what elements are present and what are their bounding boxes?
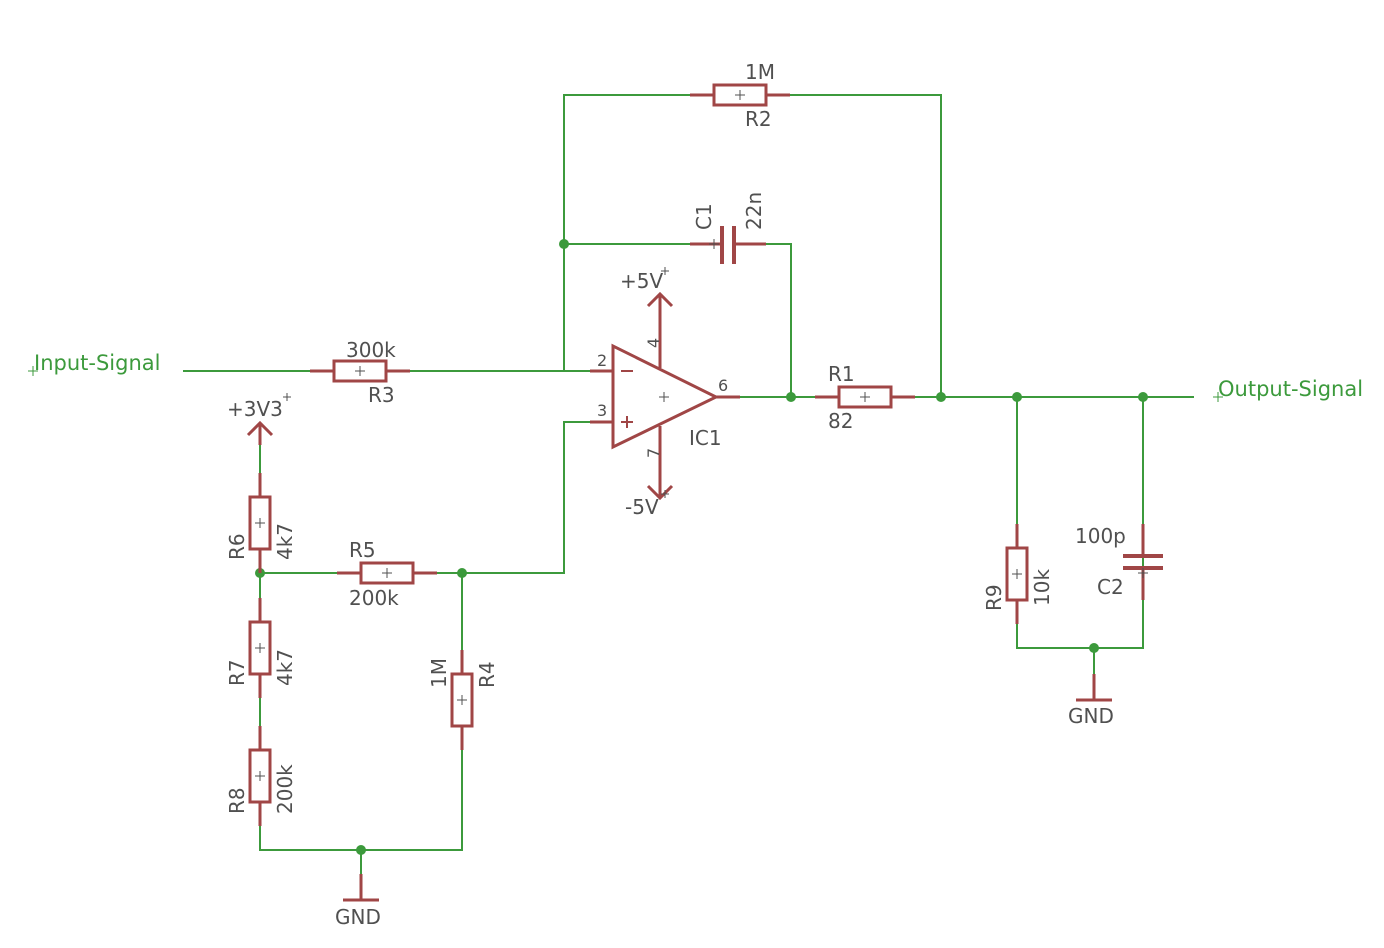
r4-value: 1M	[427, 658, 451, 688]
gnd-left-label: GND	[335, 905, 381, 929]
input-signal-label: Input-Signal	[34, 351, 160, 375]
capacitor-c1: C1 22n	[690, 192, 766, 264]
v33-label: +3V3	[227, 397, 283, 421]
pin-4-label: 4	[644, 338, 663, 348]
r5-value: 200k	[349, 586, 399, 610]
r5-name: R5	[349, 538, 376, 562]
ground-right: GND	[1068, 674, 1114, 728]
r9-name: R9	[982, 584, 1006, 611]
c1-value: 22n	[742, 192, 766, 230]
resistor-r1: R1 82	[815, 362, 915, 433]
net-output: Output-Signal	[1213, 377, 1363, 402]
c2-name: C2	[1097, 575, 1124, 599]
opamp-ic1: 2 3 6 4 7 IC1	[590, 294, 740, 498]
r3-name: R3	[368, 383, 395, 407]
capacitor-c2: 100p C2	[1075, 524, 1163, 600]
c1-name: C1	[692, 203, 716, 230]
r1-value: 82	[828, 409, 853, 433]
ground-left: GND	[335, 874, 381, 929]
output-signal-label: Output-Signal	[1218, 377, 1363, 401]
r8-value: 200k	[273, 764, 297, 814]
resistor-r5: R5 200k	[337, 538, 437, 610]
gnd-right-label: GND	[1068, 704, 1114, 728]
supply-minus5v: -5V	[625, 484, 674, 519]
c2-value: 100p	[1075, 524, 1126, 548]
r1-name: R1	[828, 362, 855, 386]
vpos-label: +5V	[620, 269, 663, 293]
r3-value: 300k	[346, 338, 396, 362]
r8-name: R8	[225, 787, 249, 814]
junctions	[255, 239, 1148, 855]
r2-name: R2	[745, 107, 772, 131]
supply-3v3: +3V3	[227, 393, 291, 445]
pin-2-label: 2	[597, 351, 607, 370]
r7-name: R7	[225, 659, 249, 686]
r6-value: 4k7	[273, 523, 297, 560]
resistor-r3: 300k R3	[310, 338, 410, 407]
r9-value: 10k	[1030, 569, 1054, 606]
resistor-r6: R6 4k7	[225, 473, 297, 573]
r4-name: R4	[475, 661, 499, 688]
pin-3-label: 3	[597, 401, 607, 420]
r2-value: 1M	[745, 60, 775, 84]
pin-7-label: 7	[644, 448, 663, 458]
vneg-label: -5V	[625, 495, 659, 519]
supply-plus5v: +5V	[620, 267, 674, 308]
r6-name: R6	[225, 533, 249, 560]
pin-6-label: 6	[718, 376, 728, 395]
resistor-r7: R7 4k7	[225, 598, 297, 698]
resistor-r2: 1M R2	[690, 60, 790, 131]
r7-value: 4k7	[273, 649, 297, 686]
net-input: Input-Signal	[28, 351, 160, 376]
resistor-r9: R9 10k	[982, 524, 1054, 624]
wires	[183, 94, 1194, 900]
ic1-name: IC1	[689, 426, 722, 450]
resistor-r8: R8 200k	[225, 726, 297, 826]
resistor-r4: 1M R4	[427, 650, 499, 750]
